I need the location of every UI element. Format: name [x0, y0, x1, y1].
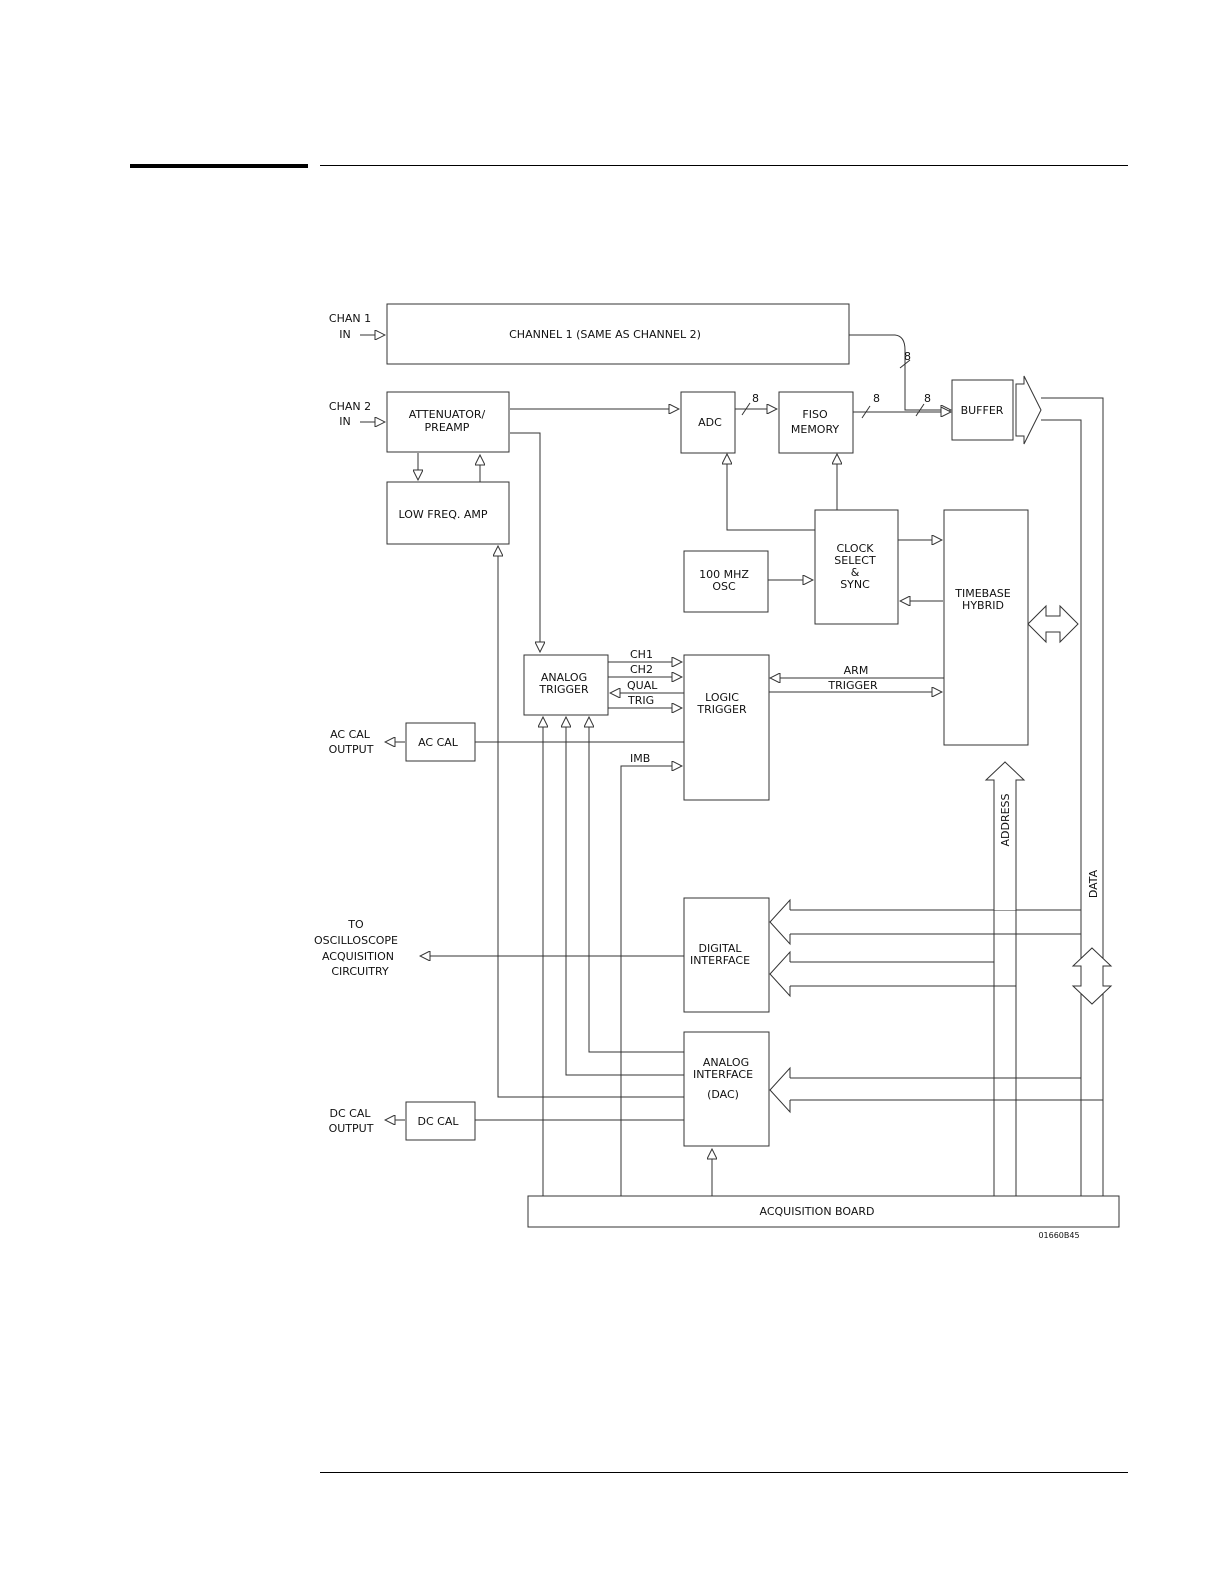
- timebase-label-2: HYBRID: [962, 599, 1004, 612]
- dc-cal-output-label-1: DC CAL: [330, 1107, 372, 1120]
- trigger-signal-label: TRIGGER: [827, 679, 878, 692]
- signal-labels: CH1 CH2 QUAL TRIG IMB ARM TRIGGER ADDRES…: [627, 648, 1100, 1240]
- digital-interface-label-1: DIGITAL: [698, 942, 742, 955]
- acquisition-board-block: ACQUISITION BOARD: [527, 1195, 1120, 1228]
- digital-interface-label-2: INTERFACE: [690, 954, 750, 967]
- digital-interface-block: DIGITAL INTERFACE: [683, 897, 770, 1013]
- channel1-block: CHANNEL 1 (SAME AS CHANNEL 2): [386, 303, 850, 365]
- to-osc-label-2: OSCILLOSCOPE: [314, 934, 398, 947]
- chan1-bus-width: 8: [904, 350, 911, 363]
- timebase-block: TIMEBASE HYBRID: [943, 509, 1029, 746]
- to-osc-label-4: CIRCUITRY: [331, 965, 389, 978]
- osc-label-2: OSC: [712, 580, 736, 593]
- ac-cal-label: AC CAL: [418, 736, 459, 749]
- clock-block: CLOCK SELECT & SYNC: [814, 509, 899, 625]
- dc-cal-block: DC CAL: [405, 1101, 476, 1141]
- figure-id: 01660B45: [1038, 1231, 1079, 1240]
- fiso-memory-block: FISO MEMORY: [778, 391, 854, 454]
- fiso-label-1: FISO: [802, 408, 828, 421]
- analog-interface-label-3: (DAC): [707, 1088, 739, 1101]
- to-osc-label-3: ACQUISITION: [322, 950, 394, 963]
- logic-trigger-label-1: LOGIC: [705, 691, 739, 704]
- qual-signal-label: QUAL: [627, 679, 658, 692]
- buffer-label: BUFFER: [961, 404, 1004, 417]
- to-osc-label-1: TO: [347, 918, 364, 931]
- attenuator-label-1: ATTENUATOR/: [409, 408, 486, 421]
- analog-trigger-label-2: TRIGGER: [538, 683, 589, 696]
- analog-trigger-block: ANALOG TRIGGER: [523, 654, 609, 716]
- external-labels: CHAN 1 IN CHAN 2 IN AC CAL OUTPUT DC CAL…: [314, 312, 398, 1135]
- header-rule: [320, 165, 1128, 166]
- ch1-signal-label: CH1: [630, 648, 653, 661]
- logic-trigger-label-2: TRIGGER: [696, 703, 747, 716]
- ac-cal-output-label-1: AC CAL: [330, 728, 371, 741]
- osc-block: 100 MHZ OSC: [683, 550, 769, 613]
- clock-label-2: SELECT: [834, 554, 876, 567]
- adc-block: ADC: [680, 391, 736, 454]
- timebase-label-1: TIMEBASE: [954, 587, 1010, 600]
- bus-width-marks: 8 8 8 8: [741, 350, 931, 419]
- header-rule-thick: [130, 164, 308, 168]
- fiso-bus-width: 8: [873, 392, 880, 405]
- channel1-label: CHANNEL 1 (SAME AS CHANNEL 2): [509, 328, 701, 341]
- osc-label-1: 100 MHZ: [699, 568, 749, 581]
- arm-signal-label: ARM: [844, 664, 869, 677]
- attenuator-label-2: PREAMP: [425, 421, 470, 434]
- adc-bus-width: 8: [752, 392, 759, 405]
- attenuator-block: ATTENUATOR/ PREAMP: [386, 391, 510, 453]
- bus-arrows: [769, 375, 1113, 1114]
- trig-signal-label: TRIG: [627, 694, 654, 707]
- chan1-in-label-2: IN: [339, 328, 350, 341]
- clock-label-1: CLOCK: [837, 542, 875, 555]
- analog-interface-block: ANALOG INTERFACE (DAC): [683, 1031, 770, 1147]
- low-freq-amp-block: LOW FREQ. AMP: [386, 481, 510, 545]
- clock-label-3: &: [851, 566, 860, 579]
- buffer-bus-width: 8: [924, 392, 931, 405]
- adc-label: ADC: [698, 416, 722, 429]
- clock-label-4: SYNC: [840, 578, 870, 591]
- analog-trigger-label-1: ANALOG: [541, 671, 587, 684]
- ch2-signal-label: CH2: [630, 663, 653, 676]
- analog-interface-label-1: ANALOG: [703, 1056, 749, 1069]
- chan2-in-label-2: IN: [339, 415, 350, 428]
- low-freq-amp-label: LOW FREQ. AMP: [399, 508, 488, 521]
- dc-cal-output-label-2: OUTPUT: [329, 1122, 374, 1135]
- footer-rule: [320, 1472, 1128, 1473]
- chan1-in-label-1: CHAN 1: [329, 312, 371, 325]
- signal-wires: [360, 335, 1104, 1196]
- address-bus-label: ADDRESS: [999, 793, 1012, 846]
- logic-trigger-block: LOGIC TRIGGER: [683, 654, 770, 801]
- data-bus-label: DATA: [1087, 869, 1100, 898]
- ac-cal-block: AC CAL: [405, 722, 476, 762]
- buffer-block: BUFFER: [951, 379, 1014, 441]
- imb-signal-label: IMB: [630, 752, 650, 765]
- analog-interface-label-2: INTERFACE: [693, 1068, 753, 1081]
- chan2-in-label-1: CHAN 2: [329, 400, 371, 413]
- dc-cal-label: DC CAL: [418, 1115, 460, 1128]
- acquisition-board-label: ACQUISITION BOARD: [760, 1205, 875, 1218]
- ac-cal-output-label-2: OUTPUT: [329, 743, 374, 756]
- fiso-label-2: MEMORY: [791, 423, 840, 436]
